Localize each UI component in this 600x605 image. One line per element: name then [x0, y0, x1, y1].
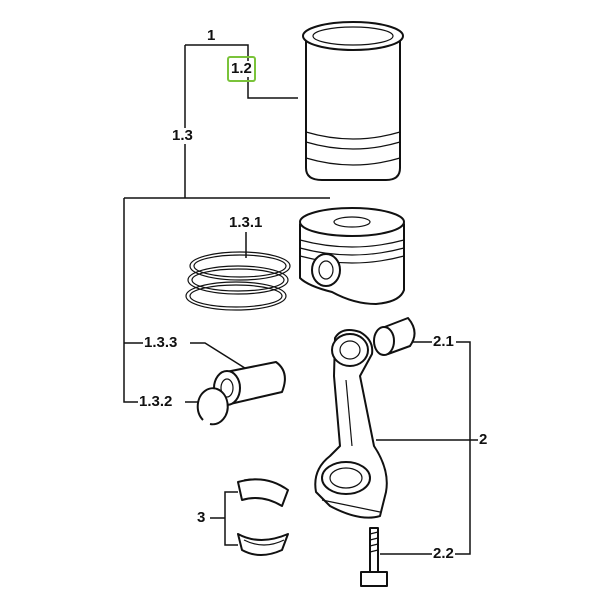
- connecting-rod-bolt: [360, 527, 388, 587]
- cylinder-liner: [302, 21, 404, 181]
- callout-1-2[interactable]: 1.2: [230, 60, 253, 77]
- callout-3[interactable]: 3: [196, 509, 207, 526]
- connecting-rod: [314, 329, 388, 519]
- callout-1-3[interactable]: 1.3: [171, 127, 194, 144]
- piston-rings: [185, 251, 291, 311]
- callout-2-2[interactable]: 2.2: [432, 545, 455, 562]
- snap-ring: [196, 387, 229, 426]
- bearing-shells: [237, 478, 289, 556]
- callout-1-3-2[interactable]: 1.3.2: [138, 393, 174, 410]
- callout-1[interactable]: 1: [206, 27, 217, 44]
- callout-1-3-1[interactable]: 1.3.1: [228, 214, 264, 231]
- callout-2[interactable]: 2: [478, 431, 489, 448]
- callout-2-1[interactable]: 2.1: [432, 333, 455, 350]
- leader-lines: [123, 44, 478, 555]
- piston: [299, 207, 405, 305]
- small-end-bushing: [373, 317, 416, 356]
- selected-callout-highlight: [227, 56, 256, 82]
- callout-1-3-3[interactable]: 1.3.3: [143, 334, 179, 351]
